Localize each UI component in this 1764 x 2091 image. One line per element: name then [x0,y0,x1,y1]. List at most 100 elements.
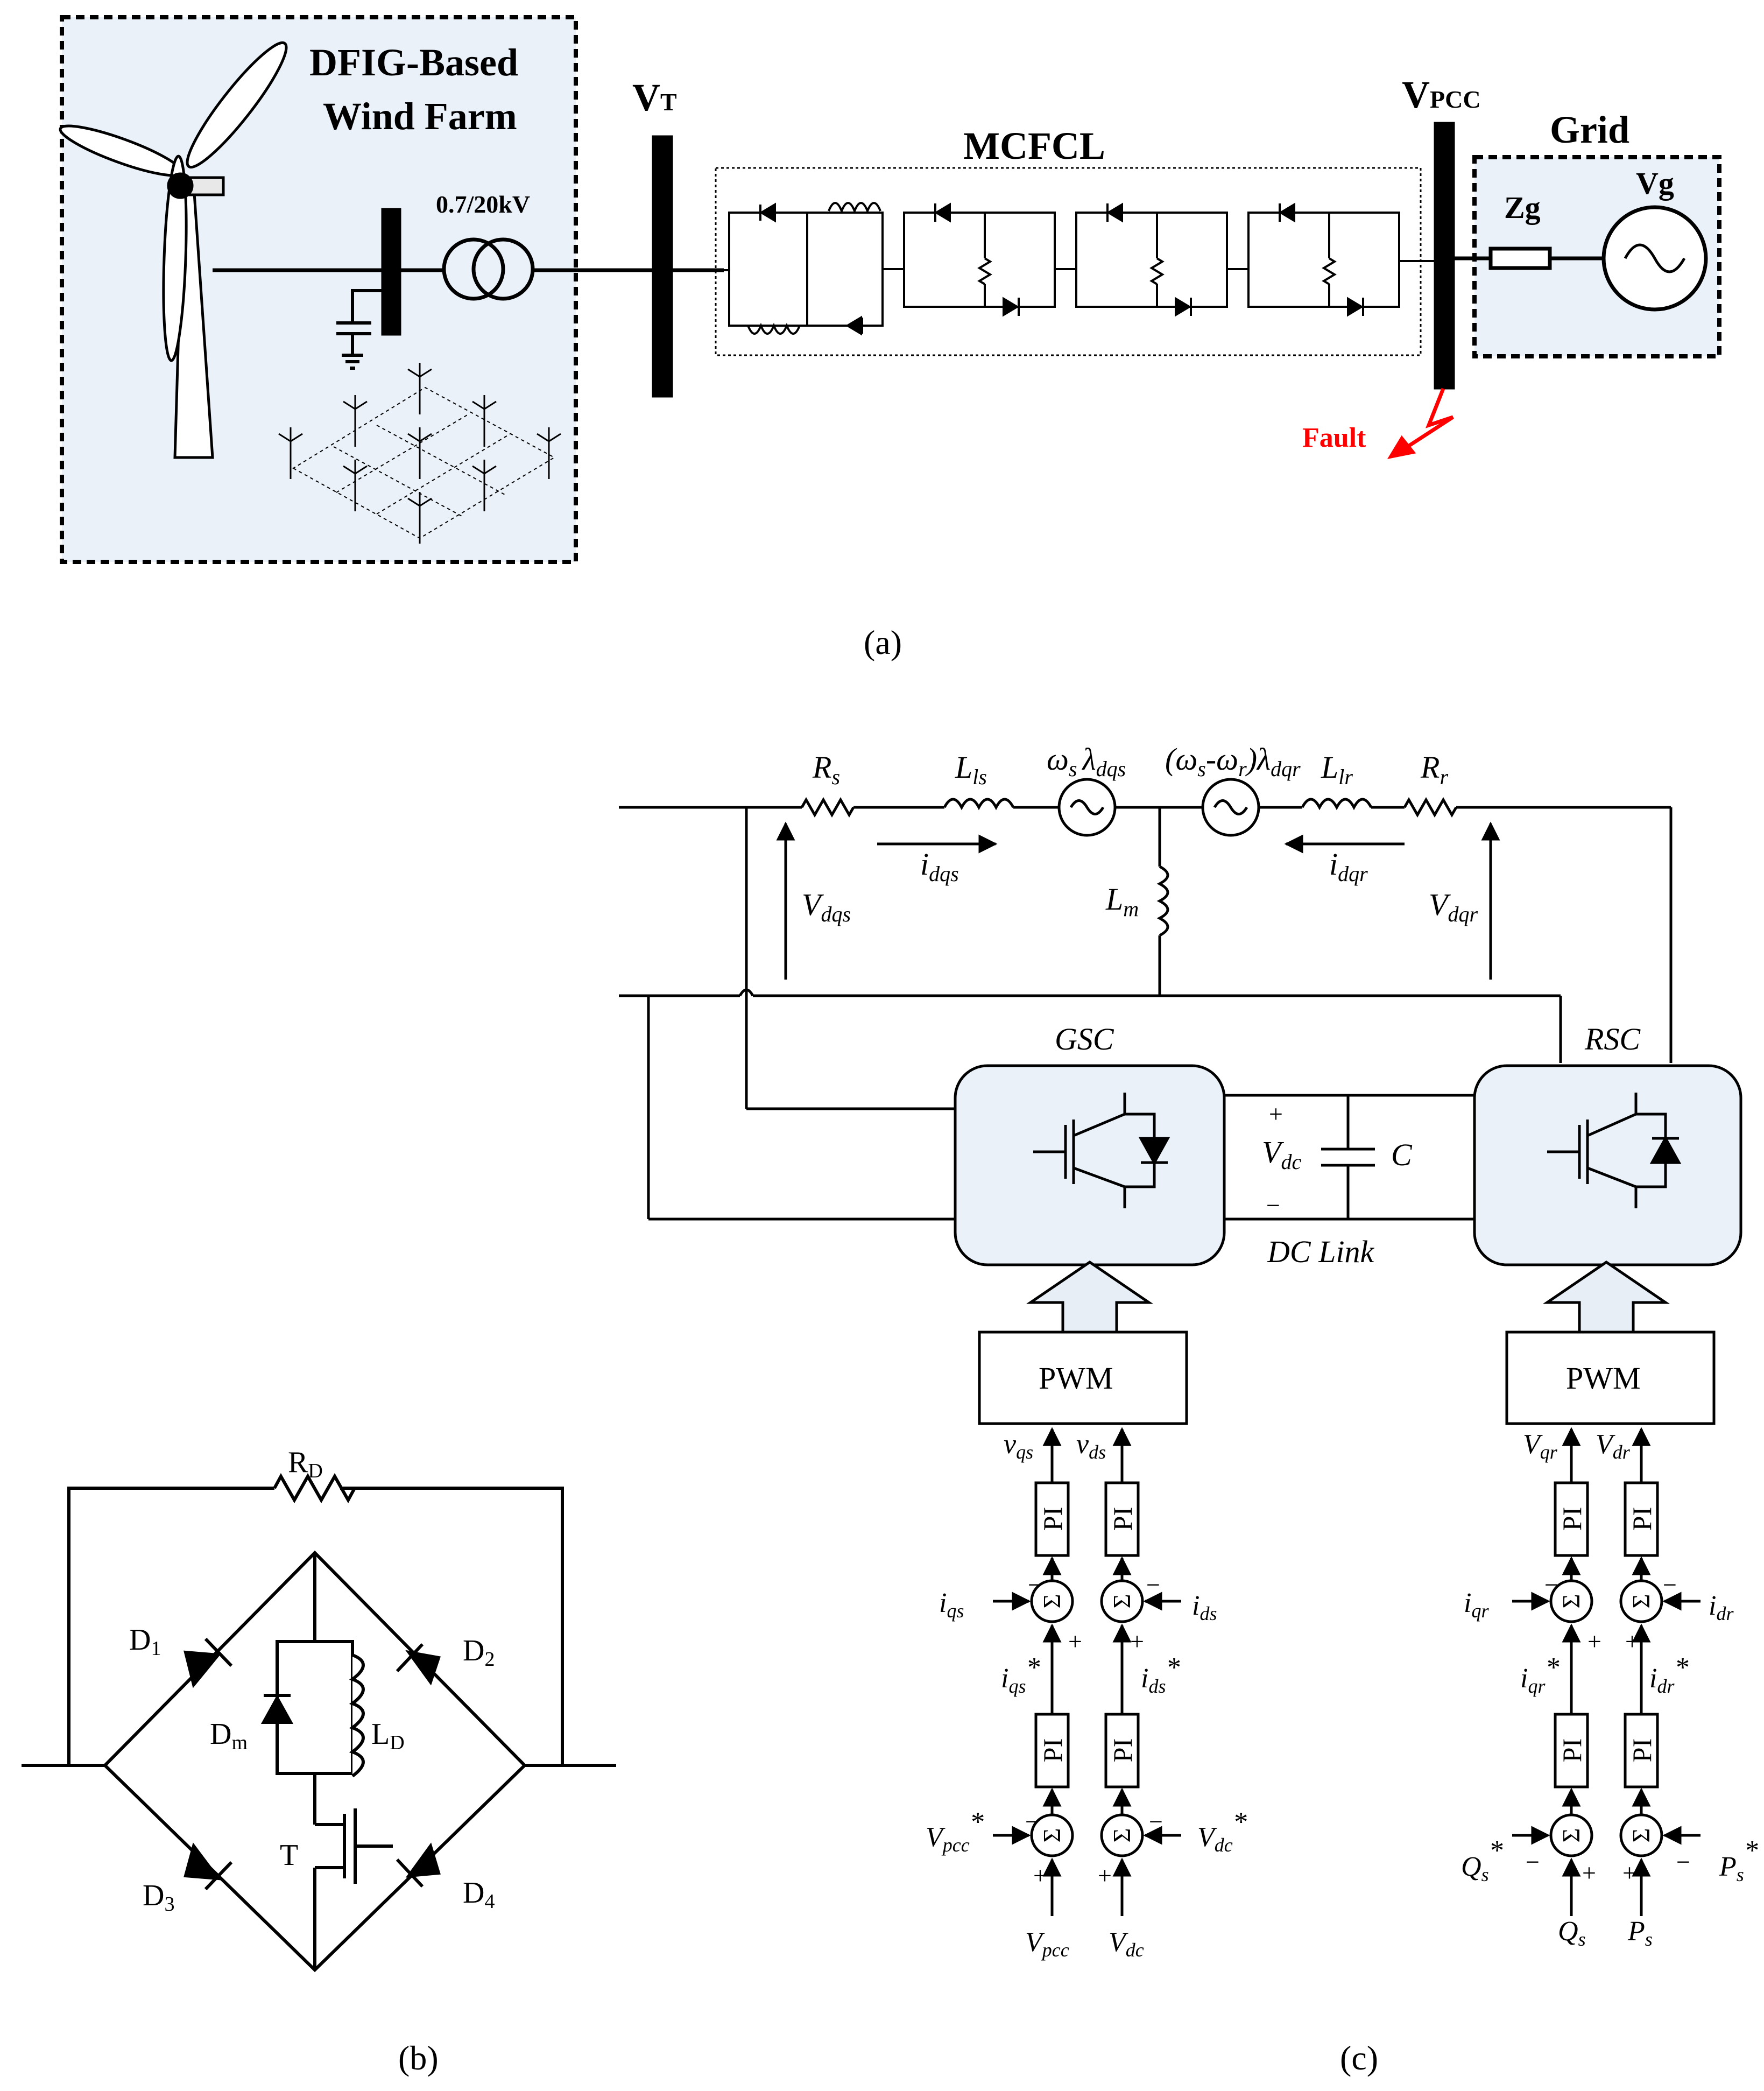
pi-box [1034,1481,1070,1557]
dc-plus: + [1267,1100,1284,1128]
qs-ref-label: Qs* [1461,1835,1503,1885]
d2-label: D2 [463,1634,495,1671]
panel-b-labels: RD D1 D2 D3 D4 Dm LD T (b) [129,1446,495,2077]
svg-text:Σ: Σ [1627,1594,1655,1609]
pi-label: PI [1107,1507,1138,1531]
sum-junction [1549,1579,1593,1623]
t-label: T [280,1839,298,1872]
mini-turbines [278,363,561,544]
rr-label: Rr [1420,750,1448,789]
wind-farm-title-2: Wind Farm [323,95,517,138]
sigma-glyphs: Σ Σ Σ Σ Σ Σ Σ Σ [1038,1594,1655,1843]
caption-c: (c) [1340,2039,1378,2077]
wind-farm-title-1: DFIG-Based [309,41,518,84]
vt-bus [652,135,673,398]
svg-text:−: − [1028,1571,1042,1599]
vpcc-label: Vpcc [1025,1927,1069,1961]
pi-labels: PI PI PI PI PI PI PI PI [1038,1507,1657,1762]
rsc-sign-labels: − + − + − + − + [1526,1571,1690,1886]
sum-junction [1619,1579,1663,1623]
rs-resistor-icon [800,797,855,818]
fault-label: Fault [1302,423,1366,453]
grid-label: Grid [1550,108,1629,151]
pi-label: PI [1038,1738,1068,1762]
pi-box [1624,1481,1659,1557]
svg-text:+: + [1068,1628,1082,1655]
slip-source-label: (ωs-ωr)λdqr [1165,742,1301,781]
idr-label: idr [1709,1590,1734,1624]
svg-text:−: − [1663,1571,1677,1599]
sum-junction [1549,1813,1593,1857]
sum-junction [1030,1813,1074,1857]
gsc-control-loops [993,1427,1181,1916]
lls-label: Lls [955,750,987,789]
svg-text:+: + [1625,1628,1639,1655]
svg-text:+: + [1033,1862,1047,1889]
svg-text:−: − [1146,1571,1160,1599]
d1-label: D1 [129,1623,161,1660]
gsc-converter [954,1064,1226,1266]
d2-diode-icon [405,1650,441,1686]
pi-label: PI [1557,1738,1587,1762]
ids-label: ids [1192,1590,1217,1624]
pi-box [1034,1713,1070,1789]
d4-diode-icon [405,1842,441,1878]
iqr-label: iqr [1464,1588,1489,1622]
llr-inductor-icon [1301,798,1373,811]
vqs-label: vqs [1004,1429,1033,1463]
lm-inductor-icon [1156,865,1169,937]
rr-resistor-icon [1403,797,1458,818]
pi-box [1104,1481,1140,1557]
dc-minus: − [1265,1192,1281,1219]
svg-text:−: − [1676,1848,1690,1876]
vdqr-label: Vdqr [1429,887,1478,926]
mcfcl-box [715,167,1422,356]
vg-label: Vg [1636,166,1674,201]
pi-label: PI [1038,1507,1068,1531]
panel-c-circuit [619,778,1742,1425]
ld-label: LD [371,1717,405,1754]
ld-inductor-icon [349,1653,365,1778]
panel-b [22,1473,616,1973]
pi-label: PI [1107,1738,1138,1762]
rsc-label: RSC [1584,1022,1641,1057]
panel-a-labels: DFIG-Based Wind Farm 0.7/20kV VT VPCC MC… [309,41,1674,661]
vpcc-label: VPCC [1402,73,1481,116]
svg-text:+: + [1622,1859,1636,1886]
fault-bolt-icon [1398,388,1454,454]
iqs-label: iqs [939,1588,964,1622]
rsc-converter [1473,1064,1742,1266]
lls-inductor-icon [943,798,1015,811]
zg-label: Zg [1504,190,1541,225]
caption-b: (b) [398,2039,439,2077]
rsc-control-loops [1512,1427,1701,1916]
capacitor-icon [336,289,391,370]
mcfcl-modules [724,202,1434,336]
gsc-pwm-label: PWM [1039,1361,1113,1396]
vdqs-label: Vdqs [802,887,851,926]
qs-label: Qs [1558,1916,1586,1950]
rsc-pwm-label: PWM [1566,1361,1641,1396]
d1-diode-icon [184,1650,221,1688]
vdc-ref-label: Vdc* [1197,1807,1247,1856]
dm-label: Dm [210,1717,248,1754]
gsc-label: GSC [1055,1022,1114,1057]
pi-label: PI [1627,1507,1657,1531]
iqs-ref-label: iqs* [1001,1652,1040,1697]
pi-label: PI [1557,1507,1587,1531]
gsc-control-labels: vqs vds iqs ids iqs* ids* Vpcc* Vdc* Vpc… [926,1429,1247,1961]
svg-text:Σ: Σ [1557,1594,1585,1609]
sum-junction [1619,1813,1663,1857]
rsc-pwm-arrow [1542,1260,1670,1334]
pi-box [1624,1713,1659,1789]
svg-text:−: − [1544,1571,1558,1599]
sum-junction [1100,1813,1144,1857]
mcfcl-label: MCFCL [963,124,1105,167]
gsc-pwm-block [978,1330,1188,1425]
svg-text:+: + [1587,1628,1601,1655]
pi-box [1554,1713,1589,1789]
